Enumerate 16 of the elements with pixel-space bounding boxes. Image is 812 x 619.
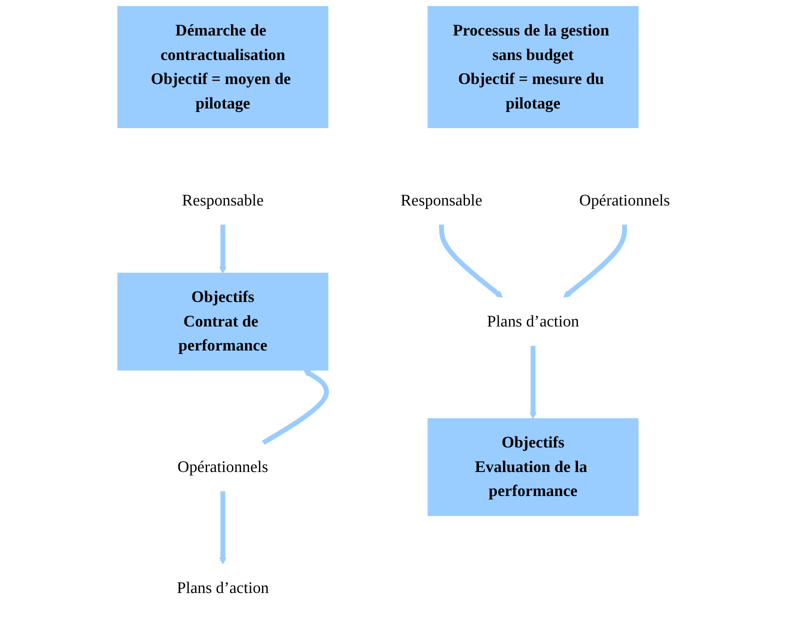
node-box: Objectifs Evaluation de la performance: [428, 418, 638, 516]
node-box: Démarche de contractualisation Objectif = moyen de pilotage: [117, 6, 328, 128]
arrow: [439, 224, 503, 298]
arrow: [530, 346, 537, 419]
node-text: Plans d’action: [487, 312, 580, 331]
arrow: [563, 224, 628, 298]
arrow: [262, 370, 329, 445]
arrow: [219, 224, 226, 274]
node-text: Responsable: [182, 192, 264, 210]
node-box: Objectifs Contrat de performance: [117, 272, 328, 370]
arrow: [219, 491, 226, 564]
node-text: Opérationnels: [178, 458, 268, 476]
node-text: Plans d’action: [176, 579, 269, 598]
node-text: Responsable: [400, 192, 482, 210]
node-box: Processus de la gestion sans budget Objectif = mesure du pilotage: [428, 6, 638, 128]
node-text: Opérationnels: [579, 192, 670, 210]
